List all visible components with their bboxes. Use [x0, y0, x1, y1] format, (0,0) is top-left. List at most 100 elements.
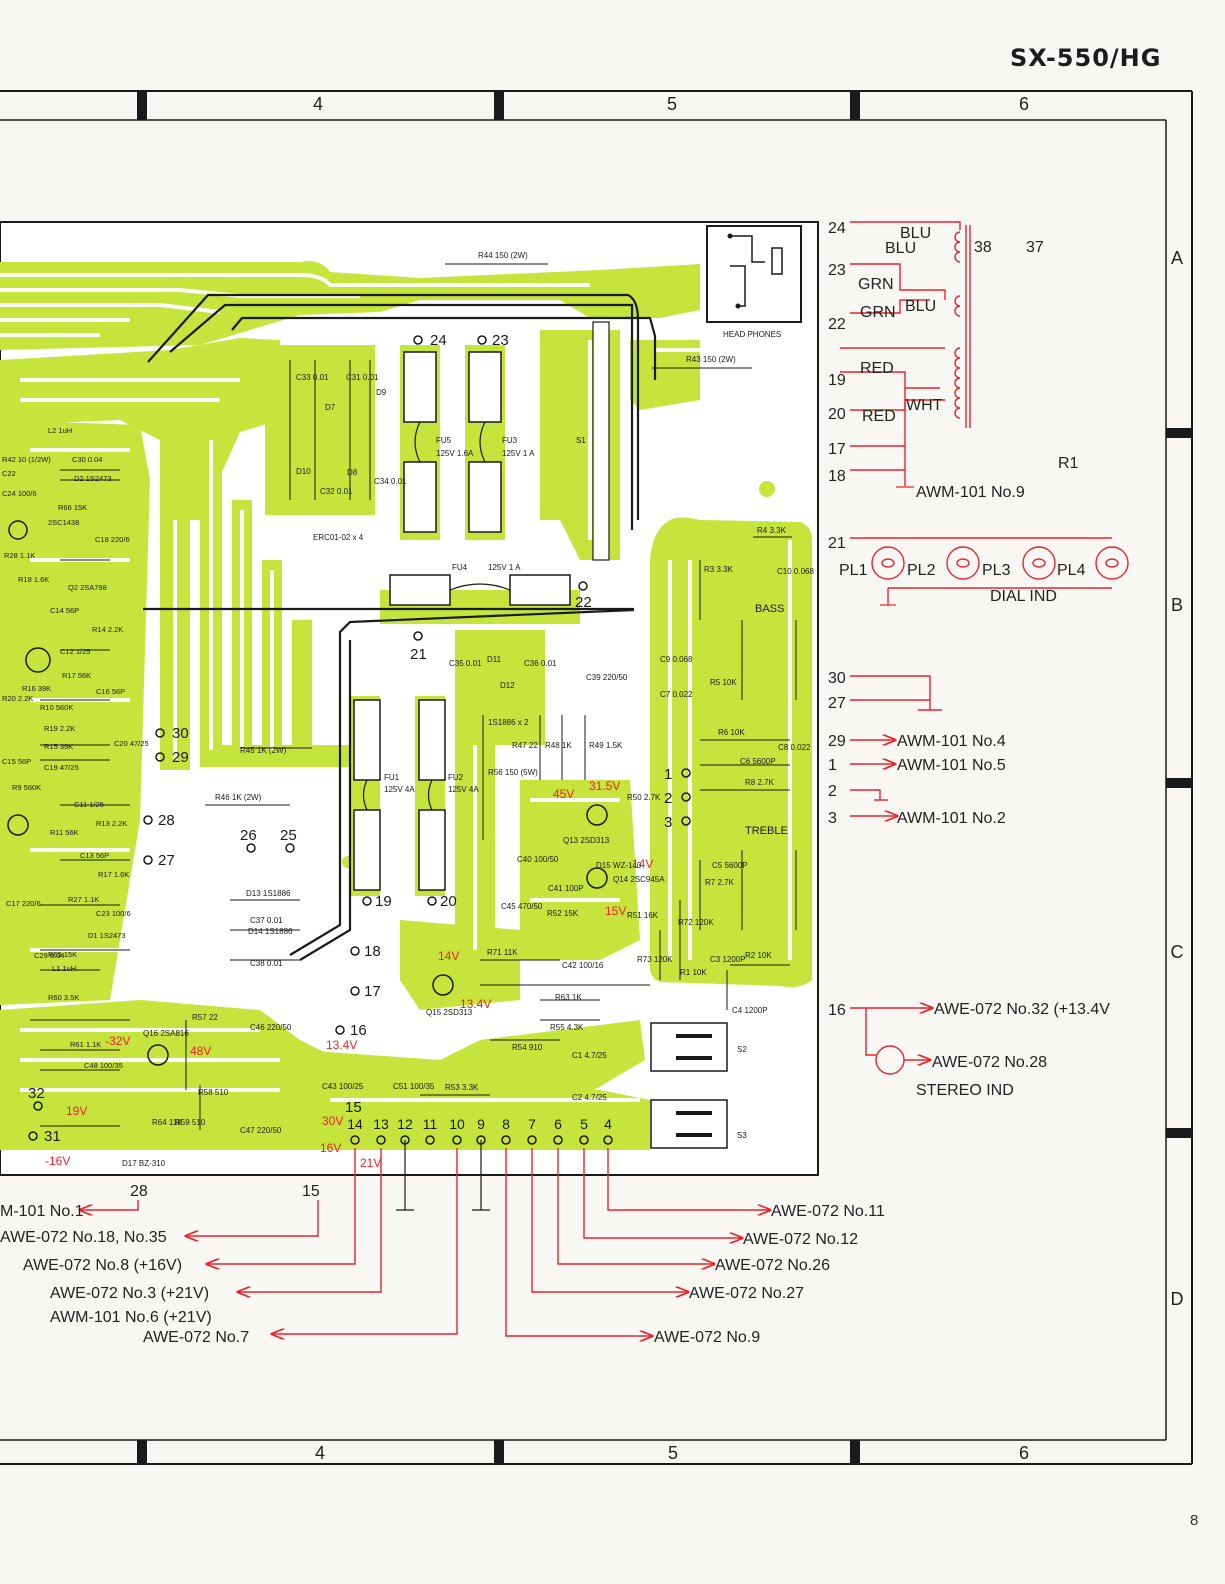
row-label-d: D: [1171, 1289, 1184, 1309]
wire-dest-m101-1: M-101 No.1: [0, 1203, 84, 1220]
pc-board: 24 23 22 21 30 29 28 27 26 25 19 20 18: [0, 221, 819, 1211]
terminal-27: 27: [828, 695, 846, 712]
column-label-5-bottom: 5: [668, 1443, 678, 1463]
left-edge-component-label: R27 1.1K: [68, 895, 99, 904]
pad-label-22: 22: [575, 594, 592, 611]
resistor-r57: R57 22: [192, 1013, 218, 1022]
left-edge-component-label: C13 56P: [80, 851, 109, 860]
s2-label: S2: [737, 1045, 747, 1054]
ground-note-awm101-9: AWM-101 No.9: [916, 484, 1025, 501]
left-edge-component-label: C23 100/6: [96, 909, 131, 918]
fuse-fu2-ref: FU2: [448, 773, 464, 782]
capacitor-c35: C35 0.01: [449, 659, 482, 668]
transistor-q14: Q14 2SC945A: [613, 875, 665, 884]
headphones-label: HEAD PHONES: [723, 330, 781, 339]
left-edge-component-label: C30 0.04: [72, 455, 102, 464]
capacitor-c2: C2 4.7/25: [572, 1093, 607, 1102]
pad-label-15: 15: [345, 1099, 362, 1116]
resistor-r2: R2 10K: [745, 951, 772, 960]
left-edge-component-label: C15 56P: [2, 757, 31, 766]
transistor-q13: Q13 2SD313: [563, 836, 610, 845]
resistor-r59: R59 510: [175, 1118, 206, 1127]
capacitor-c37: C37 0.01: [250, 916, 283, 925]
pad-label-23: 23: [492, 332, 509, 349]
diode-array-label: ERC01-02 x 4: [313, 533, 364, 542]
capacitor-c38: C38 0.01: [250, 959, 283, 968]
connector-pin-pad: [425, 1135, 435, 1145]
lamp-pl4: PL4: [1057, 562, 1086, 579]
bottom-terminal-28: 28: [130, 1183, 148, 1200]
diode-d11: D11: [487, 655, 502, 664]
connector-pin-label: 9: [477, 1116, 485, 1132]
lamp-pl3: PL3: [982, 562, 1011, 579]
connector-pin-pad: [501, 1135, 511, 1145]
capacitor-c51: C51 100/35: [393, 1082, 435, 1091]
capacitor-c39: C39 220/50: [586, 673, 628, 682]
left-edge-component-label: R16 39K: [22, 684, 51, 693]
resistor-r8: R8 2.7K: [745, 778, 775, 787]
wire-label-grn-1: GRN: [858, 276, 894, 293]
voltage-21v: 21V: [360, 1156, 381, 1170]
left-edge-component-label: C24 100/6: [2, 489, 37, 498]
transistor-q16: Q16 2SA816: [143, 1029, 189, 1038]
transformer-terminal-18: 18: [828, 468, 846, 485]
terminal-1: 1: [828, 757, 837, 774]
pad-label-20: 20: [440, 893, 457, 910]
column-label-6-top: 6: [1019, 94, 1029, 114]
resistor-r72: R72 120K: [678, 918, 714, 927]
capacitor-c5: C5 5600P: [712, 861, 748, 870]
resistor-r45: R45 1K (2W): [240, 746, 287, 755]
dial-ind-label: DIAL IND: [990, 588, 1057, 605]
connector-pin-label: 10: [449, 1116, 465, 1132]
terminal-30: 30: [828, 670, 846, 687]
switch-s2-s3: [650, 1022, 728, 1149]
terminal-3: 3: [828, 810, 837, 827]
model-title: SX-550/HG: [1010, 44, 1162, 72]
left-edge-component-label: L1 1uH: [52, 964, 76, 973]
voltage-13-4v-b: 13.4V: [326, 1038, 357, 1052]
resistor-r54: R54 910: [512, 1043, 543, 1052]
left-edge-component-label: R42 10 (1/2W): [2, 455, 51, 464]
column-label-4-bottom: 4: [315, 1443, 325, 1463]
capacitor-c47: C47 220/50: [240, 1126, 282, 1135]
zener-d15: D15 WZ-140: [596, 861, 642, 870]
left-edge-component-label: C22: [2, 469, 16, 478]
connector-pin-pad: [452, 1135, 462, 1145]
bass-label: BASS: [755, 603, 784, 615]
page-number: 8: [1190, 1512, 1199, 1529]
left-edge-component-label: C11 1/25: [74, 800, 104, 809]
voltage-30v: 30V: [322, 1114, 343, 1128]
left-edge-component-label: L2 1uH: [48, 426, 72, 435]
resistor-r43: R43 150 (2W): [686, 355, 736, 364]
left-edge-component-label: R13 2.2K: [96, 819, 127, 828]
transformer-terminal-23: 23: [828, 262, 846, 279]
capacitor-c45: C45 470/50: [501, 902, 543, 911]
wire-label-red-2: RED: [862, 408, 896, 425]
fuse-fu5-ref: FU5: [436, 436, 452, 445]
headphone-jack: [706, 225, 802, 323]
connector-pin-pad: [527, 1135, 537, 1145]
resistor-r58: R58 510: [198, 1088, 229, 1097]
pad-label-19: 19: [375, 893, 392, 910]
left-edge-component-label: C12 1/25: [60, 647, 90, 656]
stereo-terminal-16: 16: [828, 1002, 846, 1019]
wire-dest-awe072-3: AWE-072 No.3 (+21V): [50, 1285, 209, 1302]
connector-pin-label: 12: [397, 1116, 413, 1132]
left-edge-component-label: R20 2.2K: [2, 694, 33, 703]
diode-d7: D7: [325, 403, 336, 412]
fuse-fu1-rating: 125V 4A: [384, 785, 415, 794]
pad-label-17: 17: [364, 983, 381, 1000]
capacitor-c9: C9 0.068: [660, 655, 693, 664]
transformer-terminal-24: 24: [828, 220, 846, 237]
voltage-48v: 48V: [190, 1044, 211, 1058]
s1-label: S1: [576, 436, 586, 445]
wire-dest-awe072-26: AWE-072 No.26: [715, 1257, 830, 1274]
resistor-r6: R6 10K: [718, 728, 745, 737]
terminal-29: 29: [828, 733, 846, 750]
fuse-fu2-rating: 125V 4A: [448, 785, 479, 794]
lamp-pl1: PL1: [839, 562, 868, 579]
resistor-r55: R55 4.3K: [550, 1023, 584, 1032]
capacitor-c32: C32 0.01: [320, 487, 353, 496]
external-wiring: [80, 221, 1129, 1336]
wire-dest-awe072-9: AWE-072 No.9: [654, 1329, 760, 1346]
